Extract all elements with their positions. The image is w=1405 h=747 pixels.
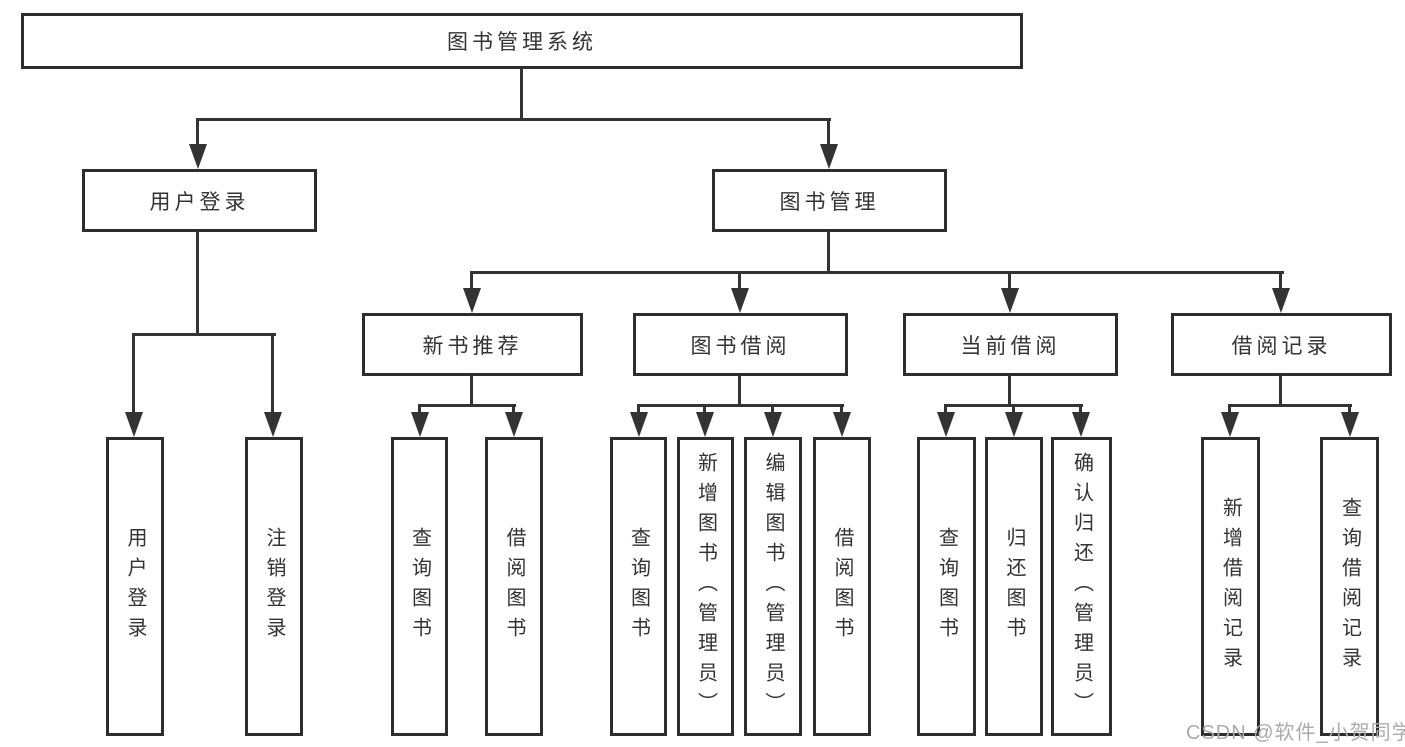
node-label: 图书借阅 <box>690 334 791 358</box>
arrow-down-icon <box>1221 412 1239 437</box>
connector-line <box>1012 406 1015 415</box>
leaf-return-books: 归还图书 <box>985 437 1043 736</box>
leaf-add-borrow-record: 新增借阅记录 <box>1201 437 1260 736</box>
leaf-query-borrow-record: 查询借阅记录 <box>1320 437 1379 736</box>
connector-line <box>470 375 473 406</box>
connector-line <box>1279 375 1282 406</box>
arrow-down-icon <box>264 412 282 437</box>
node-label: 新书推荐 <box>422 334 523 358</box>
node-book-borrowing: 图书借阅 <box>633 313 848 376</box>
node-label: 图书管理 <box>779 190 880 214</box>
connector-line <box>827 121 830 147</box>
arrow-down-icon <box>125 412 143 437</box>
connector-line <box>827 231 830 272</box>
node-label: 借阅记录 <box>1231 334 1332 358</box>
leaf-label: 借阅图书 <box>831 526 853 647</box>
leaf-logout: 注销登录 <box>245 437 303 736</box>
node-label: 当前借阅 <box>960 334 1061 358</box>
leaf-query-books-recommend: 查询图书 <box>391 437 448 736</box>
connector-line <box>738 273 741 290</box>
connector-line <box>1348 406 1351 415</box>
connector-line <box>944 404 1083 407</box>
arrow-down-icon <box>1272 288 1290 313</box>
arrow-down-icon <box>189 144 207 169</box>
connector-line <box>132 335 135 414</box>
connector-line <box>1228 404 1352 407</box>
leaf-label: 新增图书（管理员） <box>694 451 717 722</box>
connector-line <box>418 404 516 407</box>
connector-line <box>1079 406 1082 415</box>
leaf-label: 借阅图书 <box>503 526 525 647</box>
connector-line <box>132 333 276 336</box>
connector-line <box>1008 273 1011 290</box>
node-user-login: 用户登录 <box>82 169 317 232</box>
leaf-borrow-books-borrowing: 借阅图书 <box>813 437 871 736</box>
leaf-label: 归还图书 <box>1003 526 1025 647</box>
node-new-book-recommendation: 新书推荐 <box>362 313 583 376</box>
connector-line <box>271 335 274 414</box>
arrow-down-icon <box>696 412 714 437</box>
leaf-label: 编辑图书（管理员） <box>762 451 784 722</box>
arrow-down-icon <box>731 288 749 313</box>
leaf-label: 查询图书 <box>408 526 431 647</box>
arrow-down-icon <box>463 288 481 313</box>
arrow-down-icon <box>1005 412 1023 437</box>
leaf-borrow-books-recommend: 借阅图书 <box>485 437 543 736</box>
leaf-query-books-borrowing: 查询图书 <box>610 437 667 736</box>
arrow-down-icon <box>833 412 851 437</box>
leaf-confirm-return-admin: 确认归还（管理员） <box>1051 437 1112 736</box>
arrow-down-icon <box>937 412 955 437</box>
arrow-down-icon <box>1072 412 1090 437</box>
connector-line <box>944 406 947 415</box>
node-borrowing-records: 借阅记录 <box>1171 313 1392 376</box>
connector-line <box>1008 375 1011 406</box>
node-label: 用户登录 <box>149 190 250 214</box>
leaf-user-login: 用户登录 <box>106 437 164 736</box>
leaf-label: 用户登录 <box>124 526 146 647</box>
leaf-label: 查询图书 <box>627 526 650 647</box>
arrow-down-icon <box>1001 288 1019 313</box>
node-current-borrowing: 当前借阅 <box>903 313 1118 376</box>
connector-line <box>520 68 523 121</box>
connector-line <box>738 375 741 406</box>
connector-line <box>637 404 844 407</box>
leaf-label: 新增借阅记录 <box>1219 496 1242 677</box>
connector-line <box>512 406 515 415</box>
csdn-watermark: CSDN @软件_小贺同学 <box>1186 722 1405 744</box>
leaf-label: 查询图书 <box>935 526 958 647</box>
connector-line <box>637 406 640 415</box>
connector-line <box>470 273 473 290</box>
leaf-query-books-current: 查询图书 <box>917 437 976 736</box>
connector-line <box>1228 406 1231 415</box>
connector-line <box>771 406 774 415</box>
leaf-label: 注销登录 <box>263 526 285 647</box>
connector-line <box>703 406 706 415</box>
leaf-label: 确认归还（管理员） <box>1070 451 1093 722</box>
arrow-down-icon <box>820 144 838 169</box>
leaf-label: 查询借阅记录 <box>1338 496 1361 677</box>
connector-line <box>418 406 421 415</box>
arrow-down-icon <box>411 412 429 437</box>
connector-line <box>1279 273 1282 290</box>
arrow-down-icon <box>505 412 523 437</box>
node-label: 图书管理系统 <box>447 31 597 54</box>
node-library-system: 图书管理系统 <box>21 13 1023 69</box>
leaf-add-book-admin: 新增图书（管理员） <box>677 437 734 736</box>
connector-line <box>840 406 843 415</box>
connector-line <box>196 231 199 334</box>
node-book-management: 图书管理 <box>712 169 947 232</box>
connector-line <box>196 121 199 147</box>
connector-line <box>196 118 831 121</box>
arrow-down-icon <box>630 412 648 437</box>
arrow-down-icon <box>1341 412 1359 437</box>
connector-line <box>470 271 1284 274</box>
arrow-down-icon <box>764 412 782 437</box>
leaf-edit-book-admin: 编辑图书（管理员） <box>744 437 802 736</box>
